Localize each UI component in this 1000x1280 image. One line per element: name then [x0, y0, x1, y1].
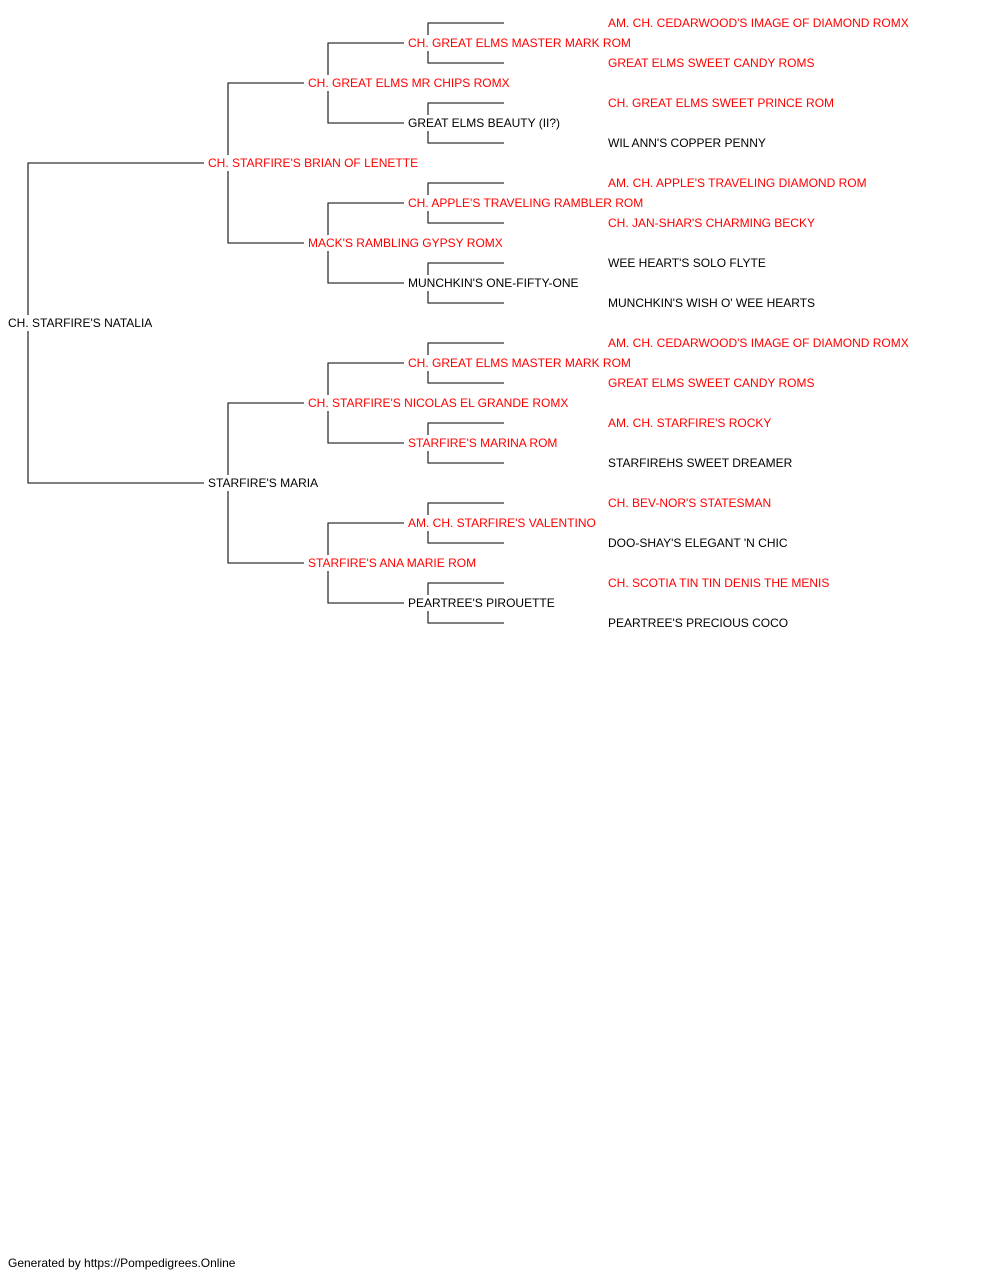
label-backdrop	[206, 475, 321, 491]
dog-name-pedigree-dam-dam-dam-sire: CH. SCOTIA TIN TIN DENIS THE MENIS	[608, 576, 829, 590]
dog-name-pedigree-sire-sire-dam-dam: WIL ANN'S COPPER PENNY	[608, 136, 766, 150]
dog-name-pedigree-sire-dam-sire: CH. APPLE'S TRAVELING RAMBLER ROM	[408, 196, 643, 210]
label-backdrop	[406, 355, 633, 371]
label-backdrop	[606, 335, 911, 351]
label-backdrop	[606, 215, 817, 231]
label-backdrop	[206, 155, 421, 171]
label-backdrop	[606, 495, 774, 511]
label-backdrop	[606, 295, 818, 311]
dog-name-pedigree-sire-sire: CH. GREAT ELMS MR CHIPS ROMX	[308, 76, 510, 90]
dog-name-pedigree-dam: STARFIRE'S MARIA	[208, 476, 318, 490]
dog-name-pedigree-sire-dam-sire-dam: CH. JAN-SHAR'S CHARMING BECKY	[608, 216, 815, 230]
label-backdrop	[606, 615, 791, 631]
dog-name-pedigree-sire-sire-sire-dam: GREAT ELMS SWEET CANDY ROMS	[608, 56, 814, 70]
label-backdrop	[606, 55, 817, 71]
label-backdrop	[606, 375, 817, 391]
dog-name-pedigree-dam-sire-sire-sire: AM. CH. CEDARWOOD'S IMAGE OF DIAMOND ROM…	[608, 336, 909, 350]
label-backdrop	[406, 515, 598, 531]
label-backdrop	[606, 255, 768, 271]
dog-name-pedigree-dam-dam: STARFIRE'S ANA MARIE ROM	[308, 556, 476, 570]
label-backdrop	[406, 115, 563, 131]
label-backdrop	[606, 175, 869, 191]
dog-name-pedigree-dam-dam-sire: AM. CH. STARFIRE'S VALENTINO	[408, 516, 596, 530]
dog-name-pedigree-dam-dam-dam: PEARTREE'S PIROUETTE	[408, 596, 555, 610]
dog-name-pedigree-dam-sire-sire-dam: GREAT ELMS SWEET CANDY ROMS	[608, 376, 814, 390]
label-backdrop	[306, 75, 512, 91]
generated-by-footer: Generated by https://Pompedigrees.Online	[8, 1256, 236, 1270]
dog-name-pedigree-dam-dam-sire-dam: DOO-SHAY'S ELEGANT 'N CHIC	[608, 536, 788, 550]
label-backdrop	[606, 455, 795, 471]
label-backdrop	[606, 575, 832, 591]
label-backdrop	[406, 435, 560, 451]
dog-name-pedigree-sire-dam-dam-sire: WEE HEART'S SOLO FLYTE	[608, 256, 766, 270]
dog-name-pedigree: CH. STARFIRE'S NATALIA	[8, 316, 152, 330]
dog-name-pedigree-dam-sire: CH. STARFIRE'S NICOLAS EL GRANDE ROMX	[308, 396, 568, 410]
dog-name-pedigree-sire-dam-sire-sire: AM. CH. APPLE'S TRAVELING DIAMOND ROM	[608, 176, 867, 190]
label-backdrop	[606, 415, 774, 431]
label-backdrop	[406, 275, 581, 291]
dog-name-pedigree-dam-sire-dam-sire: AM. CH. STARFIRE'S ROCKY	[608, 416, 771, 430]
dog-name-pedigree-dam-dam-sire-sire: CH. BEV-NOR'S STATESMAN	[608, 496, 771, 510]
dog-name-pedigree-sire-sire-sire: CH. GREAT ELMS MASTER MARK ROM	[408, 36, 631, 50]
dog-name-pedigree-sire-sire-dam: GREAT ELMS BEAUTY (II?)	[408, 116, 560, 130]
label-backdrop	[606, 15, 911, 31]
label-backdrop	[406, 35, 633, 51]
dog-name-pedigree-dam-sire-dam-dam: STARFIREHS SWEET DREAMER	[608, 456, 793, 470]
label-backdrop	[606, 535, 790, 551]
label-backdrop	[606, 135, 768, 151]
label-backdrop	[6, 315, 155, 331]
dog-name-pedigree-dam-sire-dam: STARFIRE'S MARINA ROM	[408, 436, 557, 450]
dog-name-pedigree-sire: CH. STARFIRE'S BRIAN OF LENETTE	[208, 156, 418, 170]
dog-name-pedigree-dam-dam-dam-dam: PEARTREE'S PRECIOUS COCO	[608, 616, 788, 630]
label-backdrop	[306, 235, 505, 251]
dog-name-pedigree-dam-sire-sire: CH. GREAT ELMS MASTER MARK ROM	[408, 356, 631, 370]
label-backdrop	[406, 595, 557, 611]
dog-name-pedigree-sire-dam-dam-dam: MUNCHKIN'S WISH O' WEE HEARTS	[608, 296, 815, 310]
label-backdrop	[306, 555, 479, 571]
dog-name-pedigree-sire-sire-sire-sire: AM. CH. CEDARWOOD'S IMAGE OF DIAMOND ROM…	[608, 16, 909, 30]
label-backdrop	[306, 395, 571, 411]
dog-name-pedigree-sire-dam-dam: MUNCHKIN'S ONE-FIFTY-ONE	[408, 276, 579, 290]
label-backdrop	[406, 195, 646, 211]
dog-name-pedigree-sire-dam: MACK'S RAMBLING GYPSY ROMX	[308, 236, 503, 250]
dog-name-pedigree-sire-sire-dam-sire: CH. GREAT ELMS SWEET PRINCE ROM	[608, 96, 834, 110]
label-backdrop	[606, 95, 837, 111]
